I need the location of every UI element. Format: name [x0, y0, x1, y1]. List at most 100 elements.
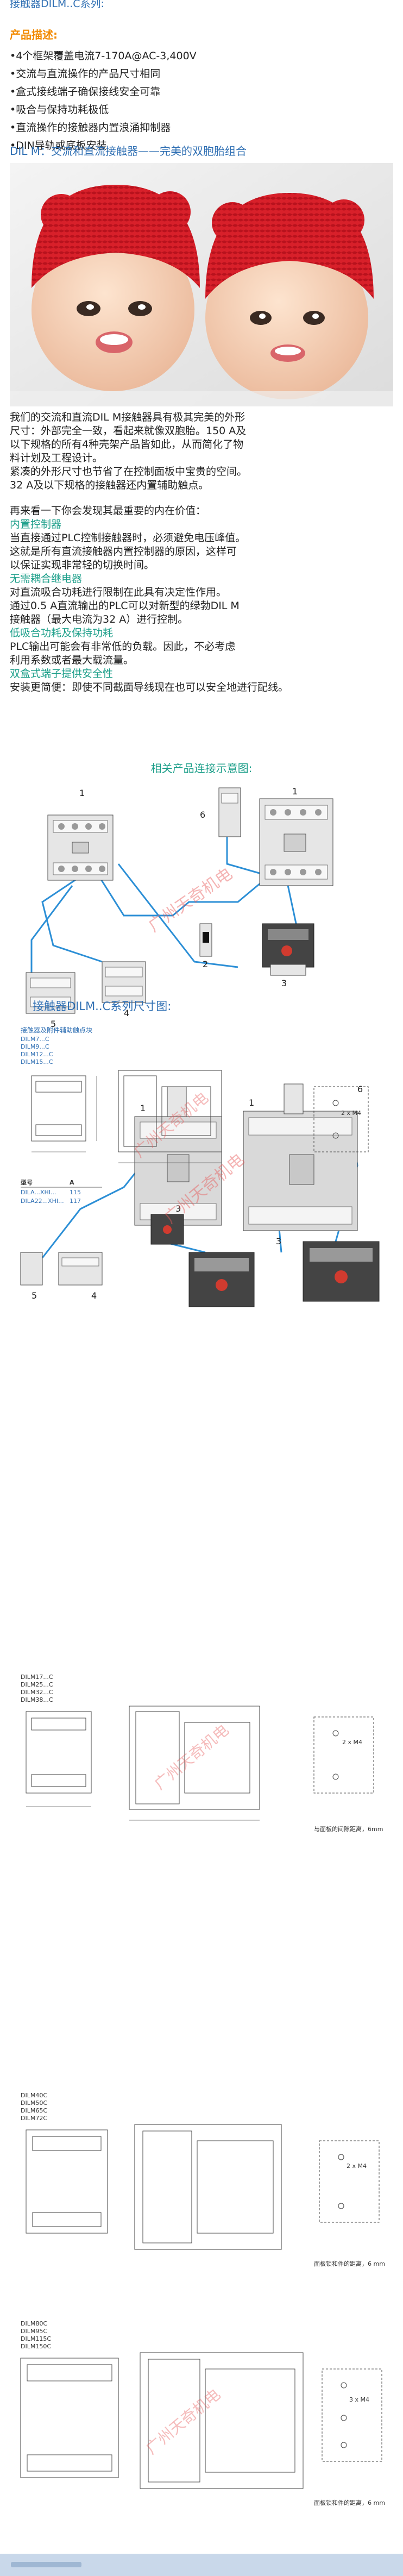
model-group-title: 接触器及附件辅助触点块	[21, 1026, 92, 1034]
watermark: 广州天奇机电	[151, 1721, 232, 1793]
accessory-4	[102, 961, 146, 1003]
body-line: 料计划及工程设计。	[10, 452, 103, 464]
callout-label: 3	[281, 978, 287, 988]
body-line: 当直接通过PLC控制接触器时，必须避免电压峰值。	[10, 532, 246, 544]
body-line: 这就是所有直流接触器内置控制器的原因，这样可	[10, 546, 237, 557]
body-line: 以下规格的所有4种壳架产品皆如此，从而简化了物	[10, 438, 244, 450]
model-name: DILM38...C	[21, 1696, 53, 1703]
model-name: DILM32...C	[21, 1689, 53, 1696]
dimension-drawing-4: DILM80C DILM95C DILM115C DILM150C 3 x M4…	[20, 2320, 385, 2506]
overload-relay-large-1	[188, 1252, 255, 1307]
callout-label: 6	[200, 810, 205, 820]
body-line: 再来看一下你会发现其最重要的内在价值：	[10, 505, 206, 517]
body-line: 紧凑的外形尺寸也节省了在控制面板中宝贵的空间。	[10, 466, 248, 478]
list-item: •DIN导轨或底板安装	[10, 140, 107, 152]
contactor-large-2	[243, 1111, 358, 1231]
accessory-2	[199, 923, 212, 957]
model-name: DILM50C	[21, 2099, 47, 2107]
callout-label: 1	[249, 1098, 254, 1108]
callout-label: 4	[91, 1290, 97, 1301]
contactor-1-left	[47, 814, 114, 881]
twin-babies-photo	[10, 163, 393, 406]
callout-label: 4	[124, 1008, 129, 1018]
dimension-drawing-1: 接触器及附件辅助触点块 DILM7...C DILM9...C DILM12..…	[21, 1026, 369, 1205]
accessory-5	[26, 972, 75, 1014]
list-item: •盒式接线端子确保接线安全可靠	[10, 86, 161, 98]
model-name: DILM40C	[21, 2092, 47, 2099]
body-line: 通过0.5 A直流输出的PLC可以对新型的绿勃DIL M	[10, 600, 240, 612]
product-body-text: 我们的交流和直流DIL M接触器具有极其完美的外形 尺寸：外部完全一致，看起来就…	[10, 411, 393, 694]
dimension-drawing-2: DILM17...C DILM25...C DILM32...C DILM38.…	[21, 1674, 383, 1833]
dimension-drawing-3: DILM40C DILM50C DILM65C DILM72C 2 x M4 面…	[21, 2092, 385, 2267]
model-name: DILM17...C	[21, 1674, 53, 1681]
table-cell: DILA22...XHI...	[21, 1198, 64, 1205]
model-name: DILM72C	[21, 2115, 47, 2122]
callout-label: 1	[140, 1103, 146, 1113]
drawing-caption: 面板锁和件的距离，6 mm	[314, 2260, 385, 2267]
accessory-6	[218, 787, 241, 837]
list-item: •吸合与保持功耗极低	[10, 104, 109, 116]
table-header: 型号	[21, 1179, 33, 1186]
small-relay-3	[150, 1214, 184, 1245]
table-cell: DILA...XHI...	[21, 1189, 56, 1196]
body-line: 我们的交流和直流DIL M接触器具有极其完美的外形	[10, 411, 245, 423]
body-line: 接触器（最大电流为32 A）进行控制。	[10, 613, 188, 625]
model-name: DILM115C	[21, 2335, 51, 2342]
thread-note: 2 x M4	[347, 2163, 367, 2170]
callout-label: 3	[276, 1236, 281, 1246]
callout-label: 5	[51, 1019, 56, 1029]
accessory-3-overload-relay	[262, 923, 314, 976]
model-name: DILM9...C	[21, 1043, 49, 1050]
body-line: 32 A及以下规格的接触器还内置辅助触点。	[10, 479, 209, 491]
accessory-connection-diagram-small: 1 6 1 2 3 5 4 广州天奇机电	[10, 782, 393, 1054]
drawing-caption: 面板锁和件的距离，6 mm	[314, 2499, 385, 2506]
callout-label: 6	[357, 1084, 363, 1094]
table-cell: 115	[70, 1189, 81, 1196]
twins-banner-heading: DIL M：交流和直流接触器——完美的双胞胎组合	[10, 145, 247, 158]
table-header: A	[70, 1179, 74, 1186]
callout-label: 5	[32, 1290, 37, 1301]
body-line: 以保证实现非常轻的切换时间。	[10, 559, 155, 571]
callout-label: 1	[79, 788, 85, 798]
watermark: 广州天奇机电	[142, 2385, 224, 2458]
accessories-title: 相关产品连接示意图:	[150, 762, 253, 775]
callout-label: 3	[175, 1204, 181, 1214]
contactor-large-1	[134, 1116, 222, 1226]
model-name: DILM65C	[21, 2107, 47, 2114]
table-cell: 117	[70, 1198, 81, 1205]
list-item: •4个框架覆盖电流7-170A@AC-3,400V	[10, 50, 197, 62]
contactor-1-right	[259, 798, 333, 886]
watermark: 广州天奇机电	[145, 864, 236, 936]
subheading-controller: 内置控制器	[10, 518, 62, 530]
footer-bar	[0, 2554, 403, 2576]
accessory-6-large	[167, 1083, 304, 1117]
model-name: DILM15...C	[21, 1058, 53, 1066]
body-line: 尺寸：外部完全一致，看起来就像双胞胎。150 A及	[10, 425, 247, 437]
product-description: 产品描述: •4个框架覆盖电流7-170A@AC-3,400V •交流与直流操作…	[10, 26, 197, 155]
aux-contacts	[20, 1252, 103, 1286]
drawing-caption: 与面板的间隙距离，6mm	[314, 1825, 383, 1833]
list-item: •直流操作的接触器内置浪涌抑制器	[10, 122, 171, 134]
model-name: DILM12...C	[21, 1051, 53, 1058]
footer-decoration	[11, 2562, 81, 2567]
page-title: 接触器DILM..C系列:	[10, 0, 104, 10]
callout-label: 2	[203, 959, 208, 969]
callout-label: 1	[292, 786, 298, 797]
thread-note: 2 x M4	[341, 1110, 361, 1117]
overload-relay-large-2	[303, 1241, 380, 1302]
thread-note: 3 x M4	[349, 2396, 369, 2403]
body-line: 利用系数或者最大载流量。	[10, 654, 134, 666]
model-name: DILM25...C	[21, 1681, 53, 1688]
subheading-no-relay: 无需耦合继电器	[10, 573, 83, 585]
body-line: 安装更简便：即使不同截面导线现在也可以安全地进行配线。	[10, 681, 289, 693]
thread-note: 2 x M4	[342, 1739, 362, 1746]
list-item: •交流与直流操作的产品尺寸相同	[10, 68, 161, 80]
model-name: DILM95C	[21, 2328, 47, 2335]
description-heading: 产品描述:	[10, 28, 58, 41]
subheading-terminals: 双盒式端子提供安全性	[10, 668, 114, 680]
model-name: DILM80C	[21, 2320, 47, 2327]
subheading-low-power: 低吸合功耗及保持功耗	[10, 627, 114, 639]
model-name: DILM7...C	[21, 1036, 49, 1043]
watermark: 广州天奇机电	[130, 1089, 212, 1161]
model-name: DILM150C	[21, 2343, 51, 2350]
